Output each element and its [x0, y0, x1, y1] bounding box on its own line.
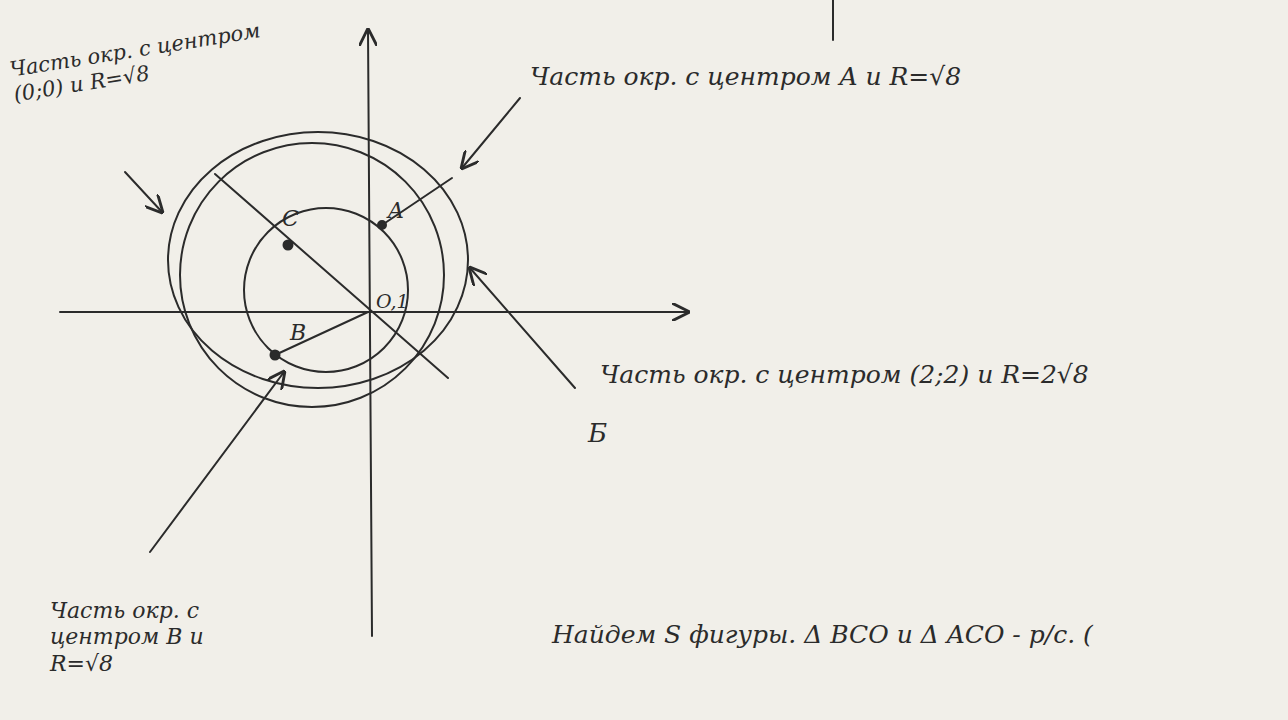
- radius: [382, 178, 452, 225]
- y-axis: [368, 30, 372, 636]
- leader-arrow: [125, 172, 162, 212]
- point: [284, 241, 293, 250]
- solution-note: Найдем S фигуры. Δ BCO и Δ ACO - р/с. (: [552, 620, 1093, 650]
- leader-arrow: [150, 372, 284, 552]
- circle-origin: [180, 143, 444, 407]
- point-label: C: [282, 206, 299, 232]
- segment: [275, 312, 368, 355]
- circle-note: Часть окр. с центром (2;2) и R=2√8: [600, 360, 1089, 390]
- point: [378, 221, 386, 229]
- scribble: Б: [588, 418, 607, 449]
- leader-arrow: [462, 98, 520, 168]
- point-label: A: [388, 198, 404, 224]
- point: [271, 351, 280, 360]
- circle-note: Часть окр. с центром B и R=√8: [50, 598, 270, 677]
- stroke: [832, 0, 834, 40]
- circle-note: Часть окр. с центром A и R=√8: [530, 62, 961, 92]
- inner-circle: [244, 208, 408, 372]
- point-label: B: [290, 320, 306, 346]
- circle-note: Часть окр. с центром (0;0) и R=√8: [8, 11, 312, 108]
- leader-arrow: [470, 268, 575, 388]
- origin-label: O,1: [376, 290, 409, 313]
- outer-circle: [168, 132, 468, 388]
